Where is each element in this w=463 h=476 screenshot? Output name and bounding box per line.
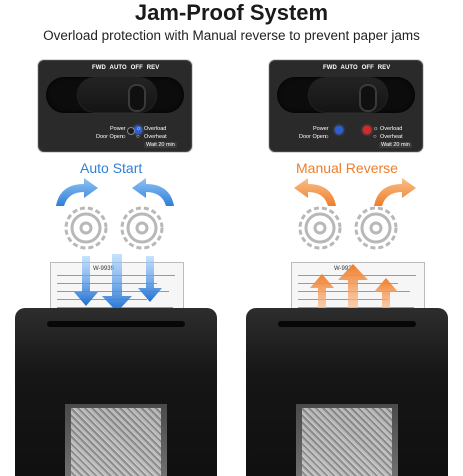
overheat-dot-icon: ○ [373,134,377,140]
manual-reverse-label: Manual Reverse [296,160,398,176]
up-arrows-icon [310,264,398,322]
power-label: Power [110,126,126,132]
paper-slot [47,321,185,327]
position-labels: FWD AUTO OFF REV [92,65,172,71]
down-arrows-icon [74,254,162,312]
position-labels: FWD AUTO OFF REV [323,65,403,71]
overload-led-icon [363,126,371,134]
power-label: Power [313,126,329,132]
power-led-icon [134,126,142,134]
mode-switch-grip-icon[interactable] [128,84,146,112]
position-off: OFF [361,65,374,71]
shredder-body [246,308,448,476]
paper-slot [278,321,416,327]
control-panel-auto: FWD AUTO OFF REV Power Door Open ☼ ☼ Ove… [37,59,193,153]
sun-icon: ☼ [324,134,330,140]
position-fwd: FWD [323,65,337,71]
position-off: OFF [130,65,143,71]
position-auto: AUTO [109,65,127,71]
wait-label: Wait 20 min [379,142,412,148]
overload-label: Overload [144,126,167,132]
manual-reverse-arrows-icon [294,178,416,206]
position-auto: AUTO [340,65,358,71]
overheat-dot-icon: ○ [136,134,140,140]
overload-label: Overload [380,126,403,132]
wait-label: Wait 20 min [144,142,177,148]
overload-sun-icon: ☼ [136,126,142,132]
paper-form-tag: W-9939 [93,266,114,272]
page-subtitle: Overload protection with Manual reverse … [43,28,420,43]
mode-switch-grip-icon[interactable] [359,84,377,112]
page-title: Jam-Proof System [134,0,329,25]
position-fwd: FWD [92,65,106,71]
cutter-gears-icon [298,206,398,250]
auto-start-arrows-icon [56,178,174,206]
door-open-label: Door Open [96,134,123,140]
power-led-icon [335,126,343,134]
shredded-paper [302,408,392,476]
control-panel-reverse: FWD AUTO OFF REV Power Door Open ☼ ☼ Ove… [268,59,424,153]
shredded-paper [71,408,161,476]
position-rev: REV [377,65,391,71]
door-open-label: Door Open [299,134,326,140]
sun-icon: ☼ [121,134,127,140]
shredder-body [15,308,217,476]
paper-form-tag: W-9939 [334,266,355,272]
overheat-label: Overheat [144,134,167,140]
cutter-gears-icon [64,206,164,250]
position-rev: REV [146,65,160,71]
overload-indicator-icon [127,127,135,135]
overheat-label: Overheat [380,134,403,140]
overload-sun-icon: ☼ [373,126,379,132]
auto-start-label: Auto Start [80,160,143,176]
